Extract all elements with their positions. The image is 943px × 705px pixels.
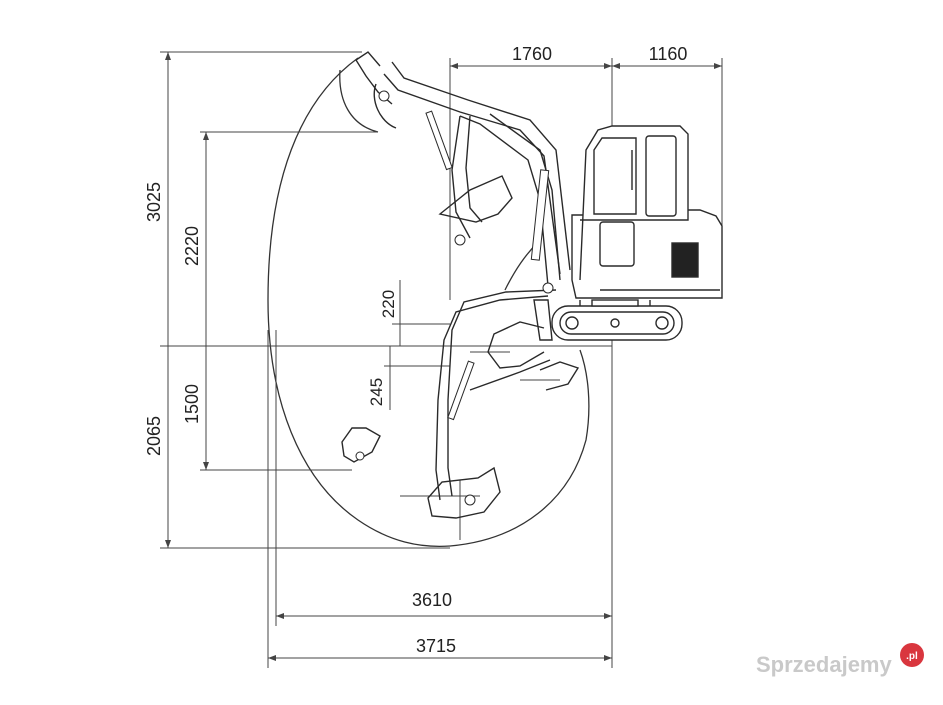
dimension-label-3610: 3610 (412, 590, 452, 610)
dimension-label-2220: 2220 (182, 226, 202, 266)
dimension-arrows (165, 52, 722, 661)
watermark-badge (900, 643, 924, 667)
dimension-label-2065: 2065 (144, 416, 164, 456)
dimension-lines (160, 51, 723, 668)
watermark-badge-text: .pl (906, 651, 918, 662)
dimension-label-1760: 1760 (512, 44, 552, 64)
boom-arm-positions (341, 51, 580, 519)
dimension-label-220: 220 (379, 290, 398, 318)
hydraulic-cylinders (355, 90, 554, 506)
watermark-text: Sprzedajemy (756, 652, 892, 677)
dimension-label-1500: 1500 (182, 384, 202, 424)
watermark: Sprzedajemy .pl (756, 643, 924, 677)
dimension-label-1160: 1160 (649, 44, 688, 64)
dimension-labels: 1760 1160 3025 2220 220 245 1500 2065 36… (144, 44, 687, 656)
dimension-label-3715: 3715 (416, 636, 456, 656)
excavator-machine (533, 125, 723, 341)
dimension-label-245: 245 (367, 378, 386, 406)
dimension-label-3025: 3025 (144, 182, 164, 222)
